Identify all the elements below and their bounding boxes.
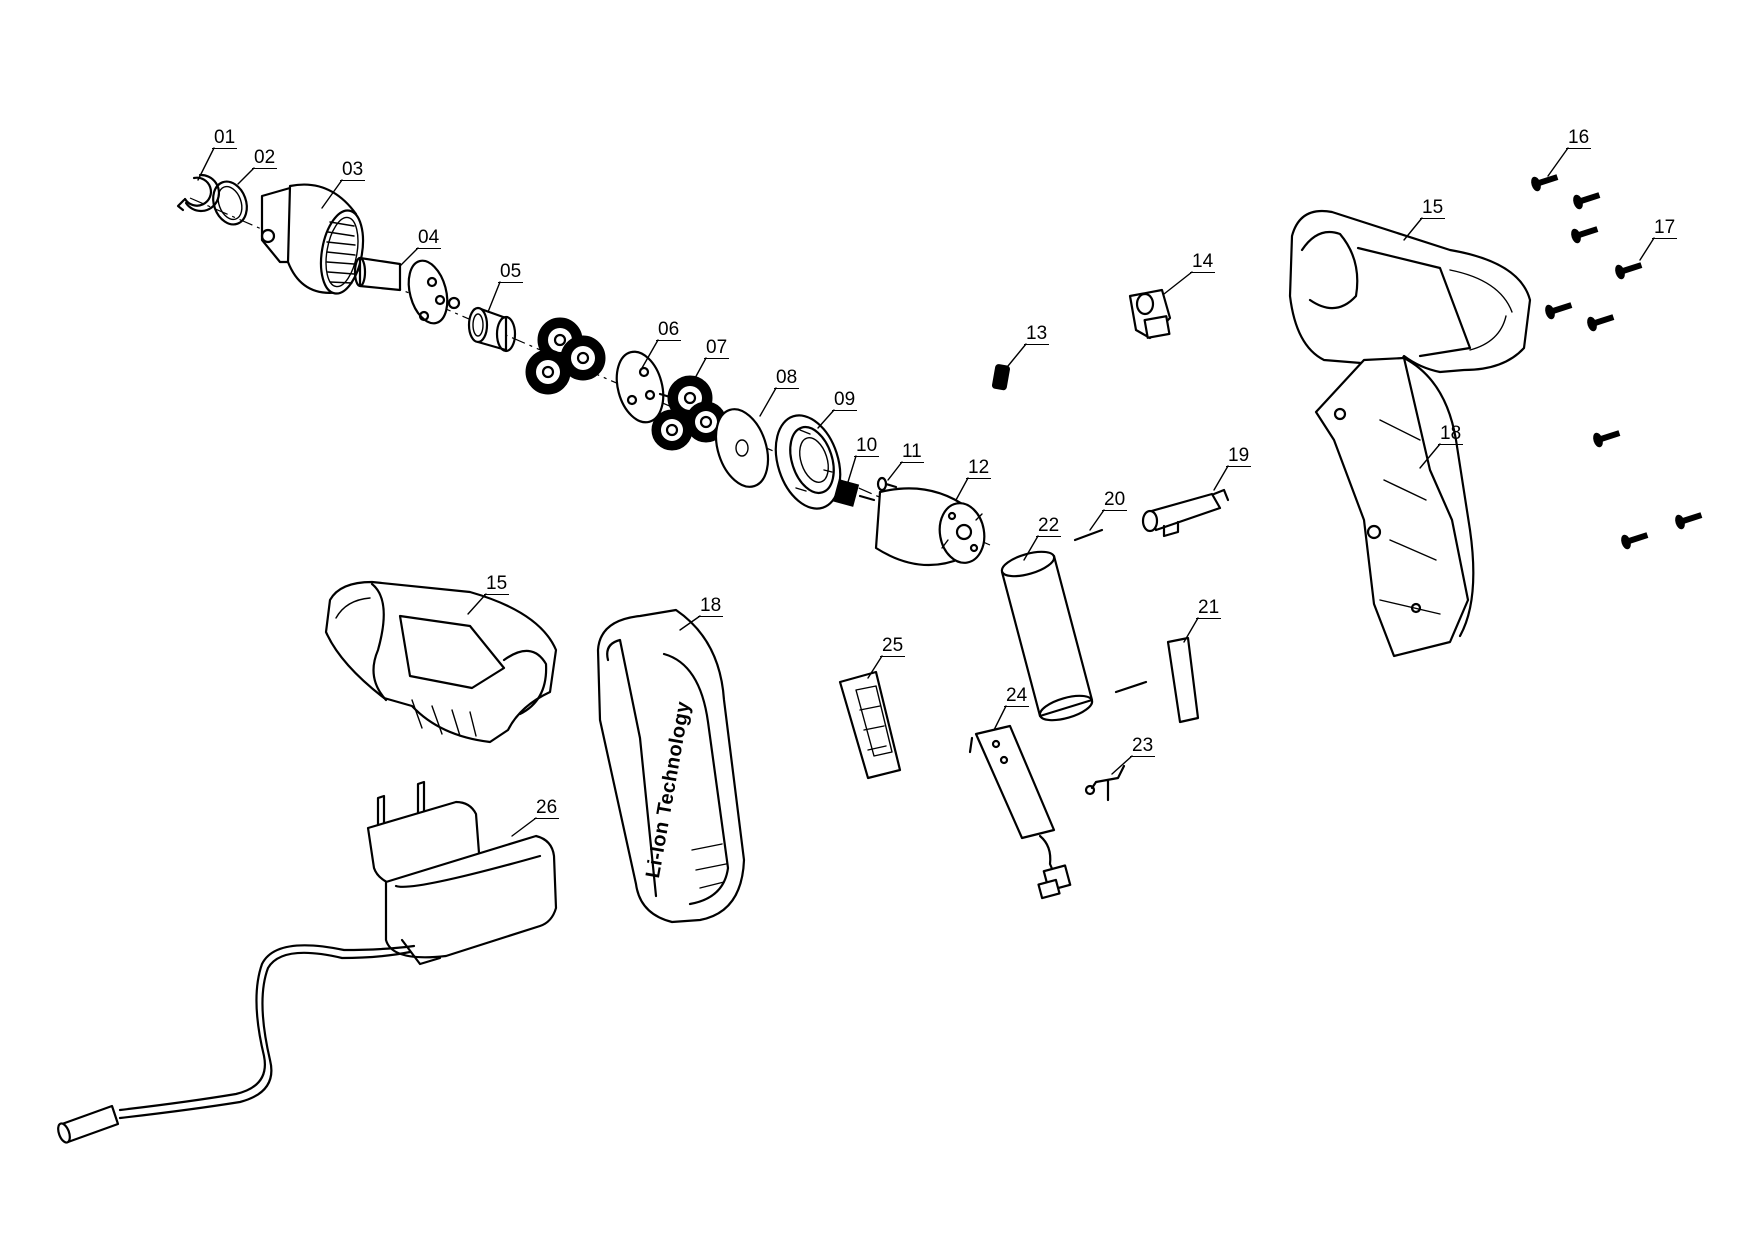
callout-09: 09 [832,389,858,411]
housing-screws [1531,174,1703,550]
callout-02: 02 [252,147,278,169]
callout-07: 07 [704,337,730,359]
part-23-contact [1084,764,1126,802]
callout-05: 05 [498,261,524,283]
part-15-housing-half-right [1288,209,1532,658]
part-11-screw [876,476,898,492]
callout-25: 25 [880,635,906,657]
callout-15-left: 15 [484,573,510,595]
part-26-charger [57,780,558,1144]
part-02-ring [212,180,248,226]
callout-26: 26 [534,797,560,819]
part-planetary-gears-stage-1 [525,317,606,395]
callout-18-left: 18 [698,595,724,617]
part-21-insulation-strip [1166,636,1200,724]
callout-04: 04 [416,227,442,249]
callout-11: 11 [900,441,924,463]
part-13-spring [991,364,1010,391]
callout-24: 24 [1004,685,1030,707]
callout-21: 21 [1196,597,1222,619]
part-05-bushing [467,306,517,353]
part-25-battery-clip [838,670,902,780]
part-22-battery-cell [1000,550,1094,722]
part-18-handle-half-left [596,608,746,924]
part-15-housing-half-left [324,580,558,744]
part-24-circuit-board [968,724,1072,900]
callout-23: 23 [1130,735,1156,757]
callout-19: 19 [1226,445,1252,467]
part-10-pinion [832,479,876,507]
callout-08: 08 [774,367,800,389]
callout-20: 20 [1102,489,1128,511]
callout-03: 03 [340,159,366,181]
part-07-planetary-gears-stage-2 [651,375,727,451]
part-08-washer [714,408,770,488]
callout-22: 22 [1036,515,1062,537]
callout-17: 17 [1652,217,1678,239]
callout-10: 10 [854,435,880,457]
part-04-output-shaft [353,256,461,325]
callout-06: 06 [656,319,682,341]
part-06-planet-carrier [615,350,682,424]
callout-18-right: 18 [1438,423,1464,445]
part-19-switch-slider [1141,488,1230,538]
part-12-motor [874,487,986,567]
part-03-gear-housing [260,183,365,295]
part-connecting-wire [1114,680,1148,694]
callout-13: 13 [1024,323,1050,345]
callout-14: 14 [1190,251,1216,273]
part-09-ring-gear [774,414,842,510]
part-20-pin [1073,528,1104,542]
part-14-direction-switch [1128,288,1172,340]
callout-01: 01 [212,127,238,149]
callout-12: 12 [966,457,992,479]
callout-15-right: 15 [1420,197,1446,219]
callout-16: 16 [1566,127,1592,149]
